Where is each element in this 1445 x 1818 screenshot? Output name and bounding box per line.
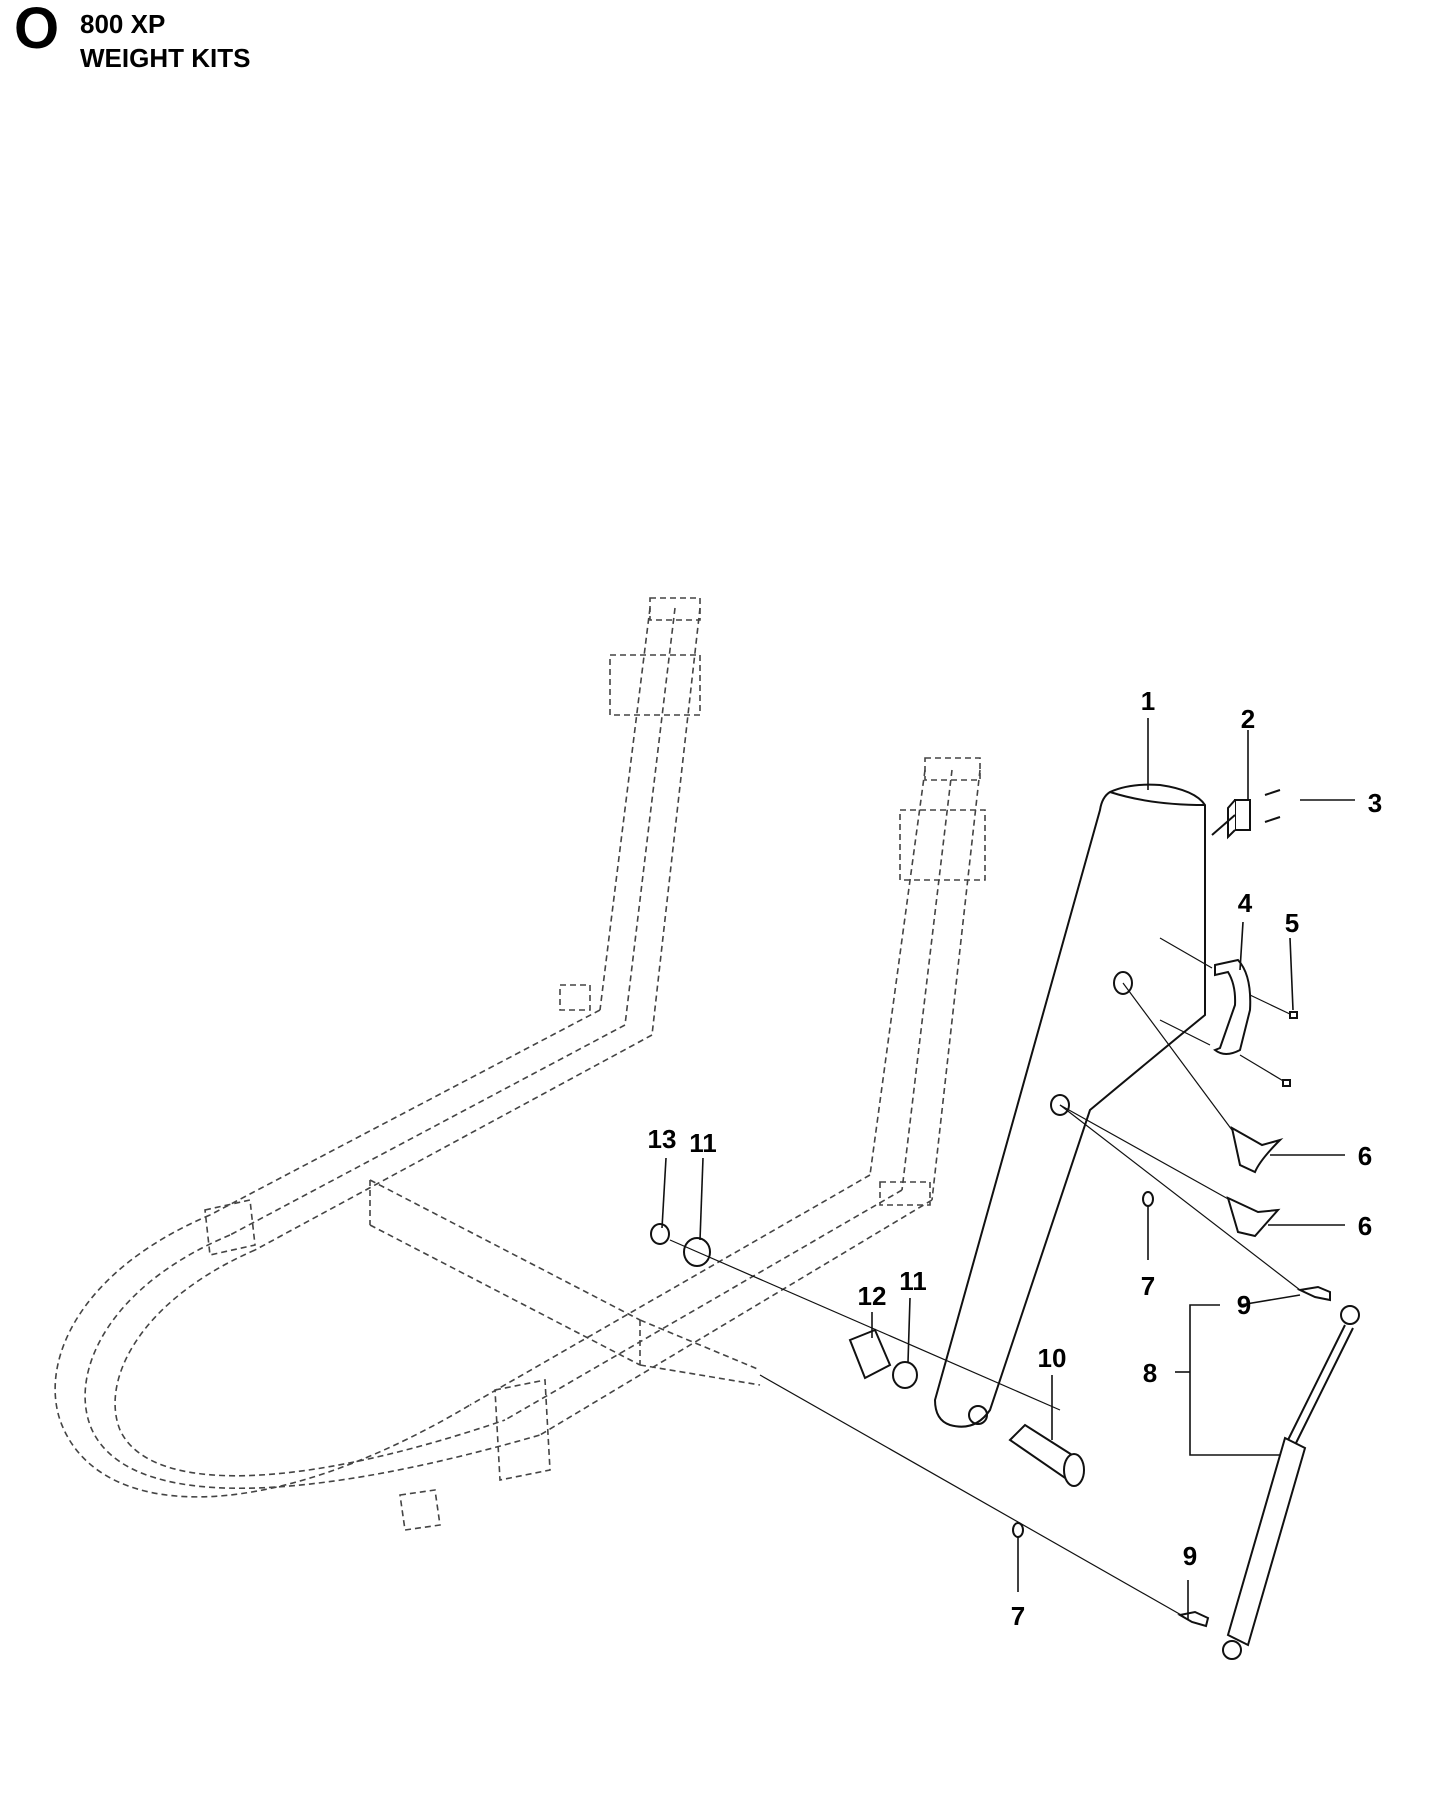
callout-6a: 6 bbox=[1358, 1141, 1372, 1171]
callout-12: 12 bbox=[858, 1281, 887, 1311]
callout-11b: 11 bbox=[899, 1266, 927, 1296]
callout-9b: 9 bbox=[1183, 1541, 1197, 1571]
callout-1: 1 bbox=[1141, 686, 1155, 716]
callout-10: 10 bbox=[1038, 1343, 1067, 1373]
callout-8: 8 bbox=[1143, 1358, 1157, 1388]
leader-lines bbox=[661, 718, 1355, 1620]
callout-2: 2 bbox=[1241, 704, 1255, 734]
pivot-pin bbox=[1008, 1423, 1085, 1487]
callout-7b: 7 bbox=[1011, 1601, 1025, 1631]
section-letter: O bbox=[14, 0, 60, 61]
handle bbox=[1159, 937, 1298, 1087]
callout-5: 5 bbox=[1285, 908, 1299, 938]
callout-labels: 1 2 3 4 5 6 6 7 7 8 9 9 10 11 11 12 13 bbox=[648, 686, 1383, 1631]
diagram-title: WEIGHT KITS bbox=[80, 43, 251, 73]
washers-spacers bbox=[650, 1104, 1301, 1621]
callout-9a: 9 bbox=[1237, 1290, 1251, 1320]
callout-13: 13 bbox=[648, 1124, 677, 1154]
callout-7a: 7 bbox=[1141, 1271, 1155, 1301]
callout-3: 3 bbox=[1368, 788, 1382, 818]
frame-outline bbox=[54, 597, 986, 1531]
callout-11a: 11 bbox=[689, 1128, 717, 1158]
callout-4: 4 bbox=[1238, 888, 1253, 918]
callout-6b: 6 bbox=[1358, 1211, 1372, 1241]
model-title: 800 XP bbox=[80, 9, 166, 39]
gas-strut bbox=[1177, 1285, 1360, 1660]
bracket-plate bbox=[1211, 789, 1281, 840]
locking-pins bbox=[1059, 982, 1284, 1238]
weight-arm bbox=[933, 783, 1206, 1428]
